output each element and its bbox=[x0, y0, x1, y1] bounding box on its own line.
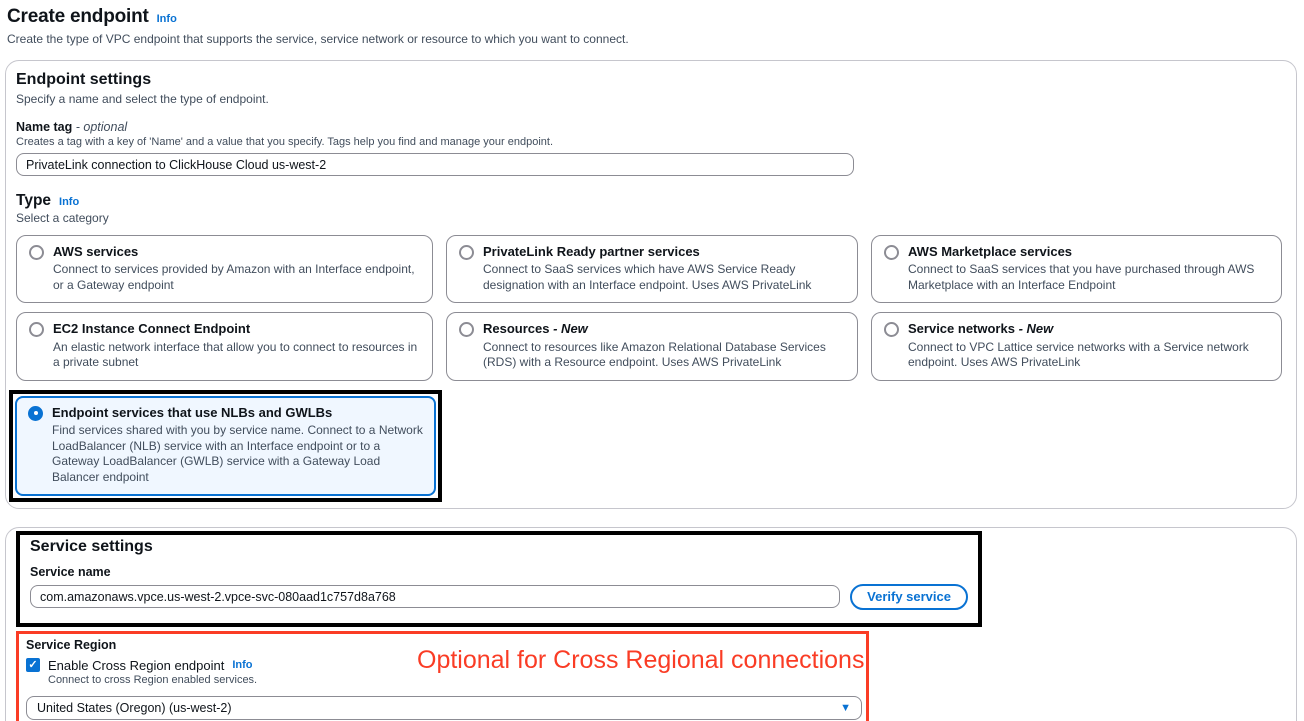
cross-region-checkbox[interactable]: ✓ bbox=[26, 658, 40, 672]
endpoint-settings-title: Endpoint settings bbox=[16, 71, 152, 88]
service-name-label: Service name bbox=[30, 564, 111, 579]
endpoint-settings-subtitle: Specify a name and select the type of en… bbox=[16, 92, 269, 106]
radio-description: Connect to VPC Lattice service networks … bbox=[908, 339, 1249, 370]
name-tag-label: Name tag - optional bbox=[16, 120, 128, 134]
radio-icon[interactable] bbox=[459, 322, 474, 338]
type-option-service-networks[interactable]: Service networks - New Connect to VPC La… bbox=[871, 312, 1282, 381]
type-option-privatelink-partner[interactable]: PrivateLink Ready partner services Conne… bbox=[446, 235, 858, 304]
radio-icon[interactable] bbox=[459, 245, 474, 260]
type-option-endpoint-services-nlb-gwlb[interactable]: Endpoint services that use NLBs and GWLB… bbox=[15, 395, 436, 496]
radio-description: Connect to SaaS services that you have p… bbox=[908, 262, 1255, 292]
radio-icon[interactable] bbox=[29, 322, 44, 338]
radio-icon[interactable] bbox=[884, 322, 899, 338]
annotation-text-cross-region: Optional for Cross Regional connections bbox=[417, 645, 865, 674]
name-tag-input[interactable] bbox=[16, 153, 854, 176]
chevron-down-icon: ▼ bbox=[840, 701, 851, 714]
radio-description: Find services shared with you by service… bbox=[52, 423, 423, 484]
radio-title: EC2 Instance Connect Endpoint bbox=[53, 321, 251, 337]
radio-description: Connect to resources like Amazon Relatio… bbox=[483, 339, 826, 370]
service-settings-title: Service settings bbox=[30, 537, 153, 555]
service-region-select[interactable]: United States (Oregon) (us-west-2) ▼ bbox=[26, 695, 862, 720]
cross-region-checkbox-label: Enable Cross Region endpoint bbox=[48, 657, 225, 673]
endpoint-settings-card: Endpoint settings Specify a name and sel… bbox=[5, 60, 1297, 509]
service-region-selected-value: United States (Oregon) (us-west-2) bbox=[37, 700, 232, 715]
radio-description: Connect to services provided by Amazon w… bbox=[53, 262, 415, 292]
radio-title: Resources - New bbox=[483, 321, 588, 337]
page-info-link[interactable]: Info bbox=[156, 13, 177, 25]
annotation-box-selected-type: Endpoint services that use NLBs and GWLB… bbox=[9, 389, 442, 502]
type-subtitle: Select a category bbox=[16, 211, 109, 225]
radio-title: AWS services bbox=[53, 244, 139, 259]
radio-checked-icon[interactable] bbox=[28, 405, 43, 421]
radio-description: Connect to SaaS services which have AWS … bbox=[483, 262, 812, 292]
radio-description: An elastic network interface that allow … bbox=[53, 339, 418, 370]
service-settings-card: Service settings Service name Verify ser… bbox=[5, 526, 1297, 721]
service-region-label: Service Region bbox=[26, 637, 117, 652]
page-subtitle: Create the type of VPC endpoint that sup… bbox=[7, 32, 629, 46]
type-info-link[interactable]: Info bbox=[59, 196, 80, 208]
service-name-input[interactable] bbox=[30, 585, 841, 608]
radio-icon[interactable] bbox=[29, 245, 44, 260]
radio-icon[interactable] bbox=[884, 245, 899, 260]
cross-region-description: Connect to cross Region enabled services… bbox=[48, 673, 258, 686]
radio-title: Service networks - New bbox=[908, 321, 1054, 337]
radio-title: AWS Marketplace services bbox=[908, 244, 1073, 259]
page-header: Create endpoint Info Create the type of … bbox=[5, 4, 1297, 52]
cross-region-info-link[interactable]: Info bbox=[232, 659, 253, 671]
annotation-box-service-settings: Service settings Service name Verify ser… bbox=[16, 530, 982, 627]
annotation-box-service-region: Service Region ✓ Enable Cross Region end… bbox=[16, 630, 869, 721]
verify-service-button[interactable]: Verify service bbox=[850, 583, 968, 610]
name-tag-description: Creates a tag with a key of 'Name' and a… bbox=[16, 136, 554, 148]
type-option-resources[interactable]: Resources - New Connect to resources lik… bbox=[446, 312, 858, 381]
type-option-ec2-instance-connect[interactable]: EC2 Instance Connect Endpoint An elastic… bbox=[16, 312, 433, 381]
page-title: Create endpoint bbox=[7, 6, 149, 27]
type-options-grid: AWS services Connect to services provide… bbox=[9, 235, 1282, 502]
type-option-aws-services[interactable]: AWS services Connect to services provide… bbox=[16, 235, 433, 304]
name-tag-optional: - optional bbox=[75, 120, 128, 134]
type-option-marketplace[interactable]: AWS Marketplace services Connect to SaaS… bbox=[871, 235, 1282, 304]
radio-title: PrivateLink Ready partner services bbox=[483, 244, 700, 259]
type-label: Type bbox=[16, 192, 52, 209]
radio-title: Endpoint services that use NLBs and GWLB… bbox=[52, 404, 333, 420]
